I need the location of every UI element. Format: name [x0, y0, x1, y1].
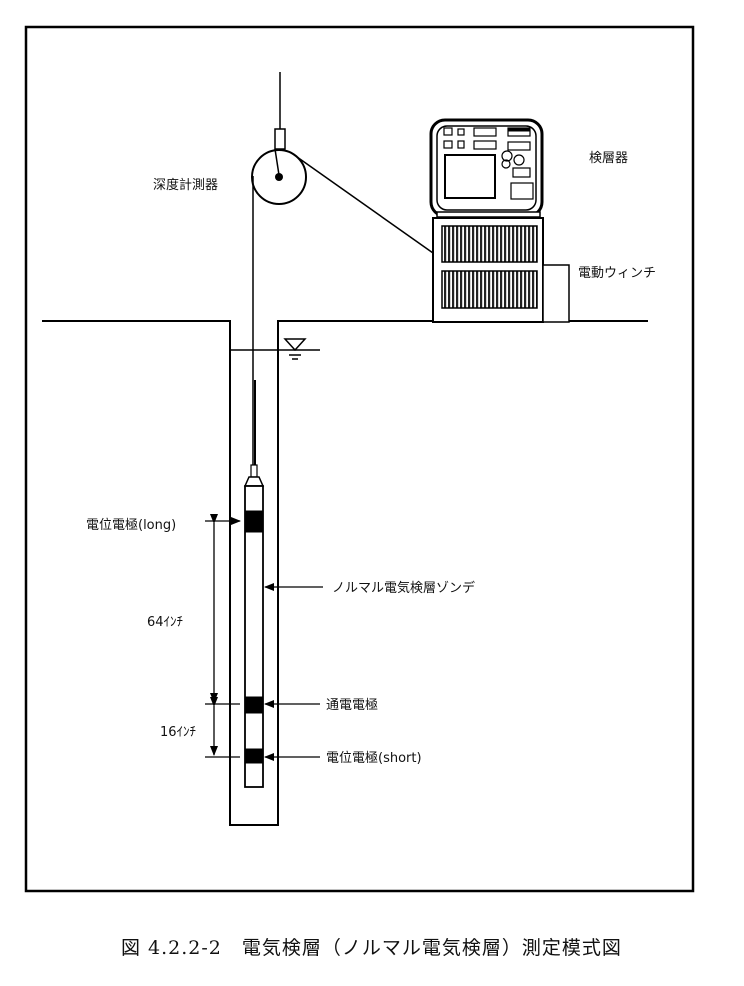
- electrode-short: [244, 748, 264, 764]
- figure-caption: 図 4.2.2-2 電気検層（ノルマル電気検層）測定模式図: [121, 937, 622, 959]
- spacing-64-label: 64ｲﾝﾁ: [147, 615, 183, 630]
- logger-label: 検層器: [589, 151, 628, 166]
- winch-label: 電動ウィンチ: [578, 266, 656, 281]
- electrode-current: [244, 696, 264, 714]
- water-level: [230, 338, 320, 360]
- sonde-label: ノルマル電気検層ゾンデ: [332, 580, 475, 596]
- electrode-long-label: 電位電極(long): [86, 517, 176, 533]
- depth-counter-label: 深度計測器: [153, 177, 218, 193]
- spacing-indicators: [205, 514, 241, 758]
- ground-surface: [42, 320, 648, 826]
- depth-counter-pulley: [251, 72, 307, 205]
- figure-frame: [24, 25, 695, 893]
- spacing-16-label: 16ｲﾝﾁ: [160, 725, 196, 740]
- current-electrode-label: 通電電極: [326, 697, 378, 713]
- electrode-long: [244, 510, 264, 533]
- logger-instrument: [429, 118, 544, 218]
- winch-cable: [289, 151, 434, 254]
- label-arrows: [264, 583, 323, 761]
- electrode-short-label: 電位電極(short): [326, 750, 422, 766]
- normal-logging-sonde: [243, 464, 265, 788]
- electric-winch: [432, 211, 570, 323]
- logging-cable: [252, 176, 256, 465]
